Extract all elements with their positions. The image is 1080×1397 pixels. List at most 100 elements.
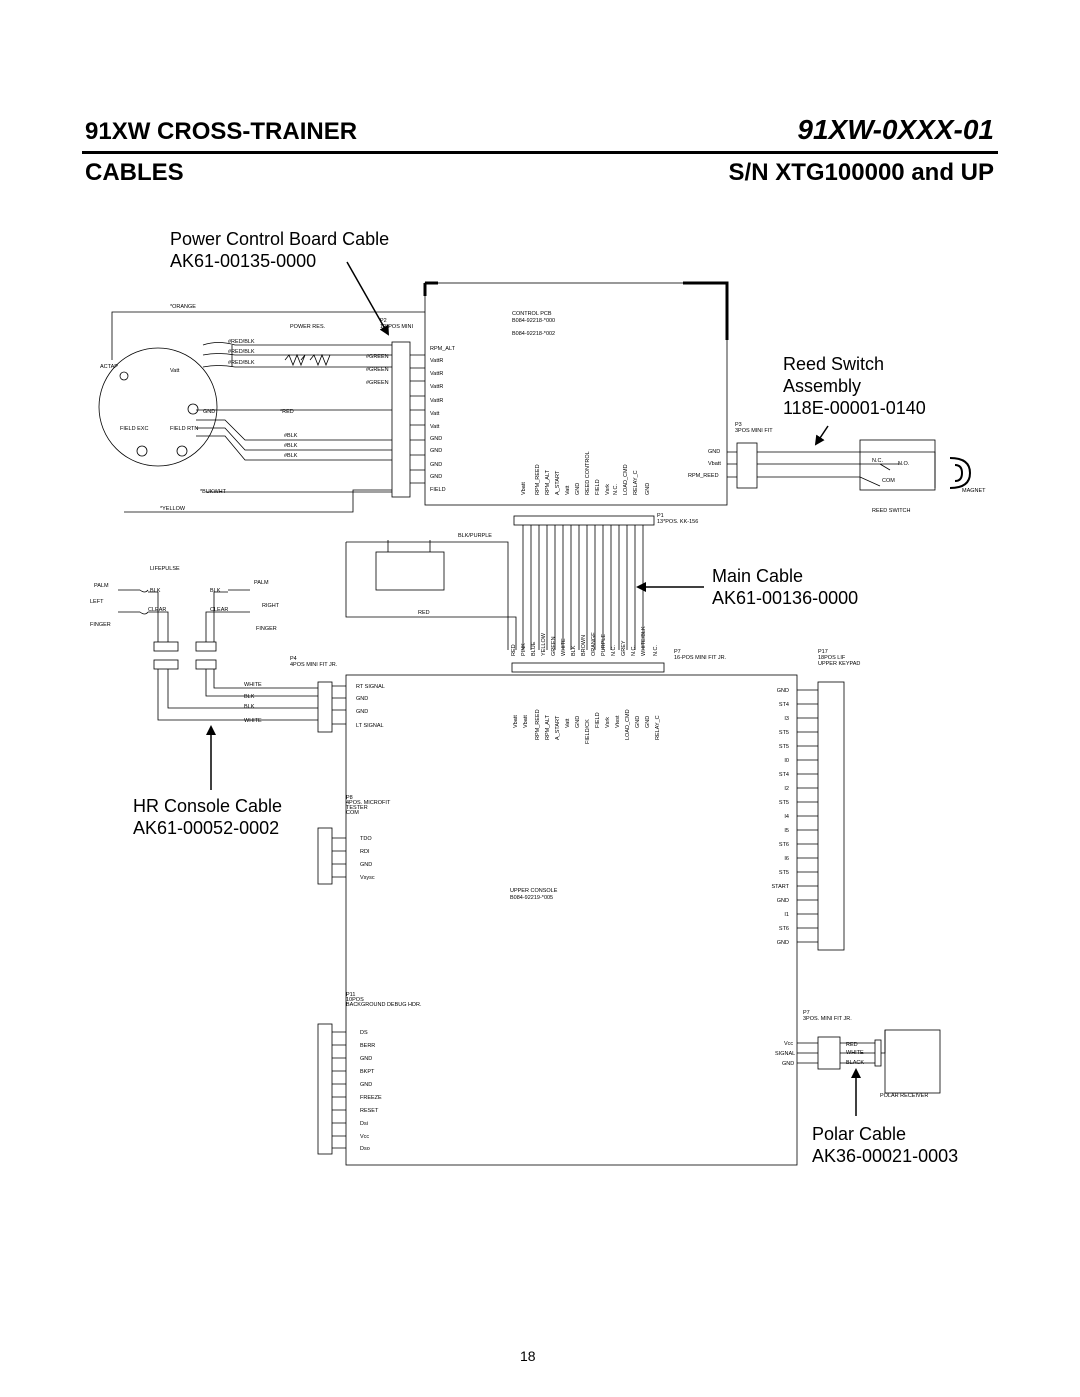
svg-text:FIELD: FIELD [430, 487, 446, 493]
svg-text:I3: I3 [784, 716, 789, 722]
svg-text:BLK/PURPLE: BLK/PURPLE [458, 533, 492, 539]
svg-text:I2: I2 [784, 786, 789, 792]
svg-text:I4: I4 [784, 814, 789, 820]
svg-text:UPPER CONSOLE: UPPER CONSOLE [510, 888, 558, 894]
svg-text:GND: GND [575, 716, 581, 728]
svg-text:LT SIGNAL: LT SIGNAL [356, 723, 384, 729]
svg-text:CLEAR: CLEAR [210, 607, 228, 613]
svg-text:GND: GND [777, 688, 789, 694]
svg-text:#RED/BLK: #RED/BLK [228, 349, 255, 355]
svg-text:*ORANGE: *ORANGE [170, 304, 196, 310]
page-number: 18 [520, 1348, 536, 1364]
svg-text:RED: RED [846, 1042, 858, 1048]
svg-text:RED: RED [511, 644, 517, 656]
svg-text:GREEN: GREEN [551, 636, 557, 656]
svg-text:REED CONTROL: REED CONTROL [585, 451, 591, 495]
svg-text:Vcc: Vcc [784, 1041, 793, 1047]
svg-text:PINK: PINK [521, 643, 527, 656]
svg-text:GND: GND [708, 449, 720, 455]
svg-text:GND: GND [430, 436, 442, 442]
svg-text:#RED/BLK: #RED/BLK [228, 339, 255, 345]
serial-range: S/N XTG100000 and UP [728, 159, 994, 186]
svg-text:*YELLOW: *YELLOW [160, 506, 186, 512]
svg-text:BLK: BLK [244, 694, 255, 700]
upper-console-box [345, 674, 798, 1166]
svg-text:ST5: ST5 [779, 800, 789, 806]
header-rule [82, 151, 998, 154]
svg-text:GND: GND [777, 940, 789, 946]
svg-text:LOAD_CMD: LOAD_CMD [625, 709, 631, 740]
callout-reed-switch: Reed Switch Assembly 118E-00001-0140 [783, 354, 926, 418]
svg-text:RPM_REED: RPM_REED [535, 464, 541, 495]
svg-text:GND: GND [645, 483, 651, 495]
svg-text:GND: GND [360, 1082, 372, 1088]
svg-text:N.C.: N.C. [631, 645, 637, 656]
p2-connector [391, 341, 411, 498]
svg-text:P2: P2 [380, 318, 387, 324]
svg-text:Vsrk: Vsrk [605, 484, 611, 495]
svg-text:Vatt: Vatt [565, 485, 571, 495]
svg-text:#GREEN: #GREEN [366, 354, 389, 360]
main-wire-labels: RED PINK BLUE YELLOW GREEN WHITE BLK BRO… [511, 626, 659, 656]
callout-power-control-cable: Power Control Board Cable AK61-00135-000… [170, 229, 390, 271]
svg-text:REED SWITCH: REED SWITCH [872, 508, 911, 514]
svg-text:FINGER: FINGER [90, 622, 111, 628]
svg-text:Vatt: Vatt [170, 368, 180, 374]
svg-text:BERR: BERR [360, 1043, 375, 1049]
svg-text:ST6: ST6 [779, 926, 789, 932]
svg-text:I1: I1 [784, 912, 789, 918]
polar-connector [817, 1036, 841, 1070]
svg-text:LEFT: LEFT [90, 599, 104, 605]
svg-text:VattR: VattR [430, 398, 443, 404]
svg-text:CLEAR: CLEAR [148, 607, 166, 613]
svg-text:GND: GND [356, 696, 368, 702]
svg-text:ST5: ST5 [779, 744, 789, 750]
motor-circle [98, 347, 218, 467]
svg-text:ST5: ST5 [779, 870, 789, 876]
svg-text:RELAY_C: RELAY_C [633, 470, 639, 495]
svg-text:I6: I6 [784, 856, 789, 862]
svg-text:Vbatt: Vbatt [513, 715, 519, 728]
svg-text:3POS MINI FIT: 3POS MINI FIT [735, 428, 773, 434]
svg-text:GND: GND [203, 409, 215, 415]
svg-text:RT SIGNAL: RT SIGNAL [356, 684, 385, 690]
p17-connector [817, 681, 845, 951]
svg-text:RPM_ALT: RPM_ALT [545, 469, 551, 495]
svg-text:GND: GND [575, 483, 581, 495]
svg-text:WHITE: WHITE [244, 718, 262, 724]
svg-text:UPPER KEYPAD: UPPER KEYPAD [818, 661, 860, 667]
svg-text:COM: COM [882, 478, 895, 484]
svg-text:P11: P11 [346, 992, 355, 998]
svg-text:Vbatt: Vbatt [523, 715, 529, 728]
svg-text:P17: P17 [818, 649, 828, 655]
svg-text:#BLK: #BLK [284, 443, 298, 449]
svg-text:FINGER: FINGER [256, 626, 277, 632]
svg-text:WHITE: WHITE [846, 1050, 864, 1056]
svg-text:BACKGROUND DEBUG HDR.: BACKGROUND DEBUG HDR. [346, 1002, 422, 1008]
svg-text:#BLK: #BLK [284, 453, 298, 459]
svg-text:*BUKWHT: *BUKWHT [200, 489, 227, 495]
svg-text:ORANGE: ORANGE [591, 632, 597, 656]
svg-text:SIGNAL: SIGNAL [775, 1051, 795, 1057]
svg-text:N.C.: N.C. [613, 484, 619, 495]
svg-text:GND: GND [430, 448, 442, 454]
section-title: CABLES [85, 159, 184, 186]
svg-text:BKPT: BKPT [360, 1069, 375, 1075]
diagram-labels: CONTROL PCB B084-92218-*000 B084-92218-*… [90, 304, 986, 1152]
svg-text:GND: GND [430, 462, 442, 468]
p1-connector [513, 515, 655, 526]
p8-connector [317, 827, 333, 885]
model-number: 91XW-0XXX-01 [797, 114, 994, 145]
svg-text:GND: GND [360, 1056, 372, 1062]
svg-text:RELAY_C: RELAY_C [655, 715, 661, 740]
svg-text:RPM_ALT: RPM_ALT [430, 346, 456, 352]
svg-text:GND: GND [782, 1061, 794, 1067]
svg-text:N.C.: N.C. [653, 645, 659, 656]
svg-text:Vatt: Vatt [565, 718, 571, 728]
svg-text:Vbatt: Vbatt [708, 461, 721, 467]
svg-text:ACTAP: ACTAP [100, 364, 118, 370]
svg-text:P8: P8 [346, 795, 353, 801]
p11-connector [317, 1023, 333, 1155]
svg-text:BLUE: BLUE [531, 641, 537, 656]
